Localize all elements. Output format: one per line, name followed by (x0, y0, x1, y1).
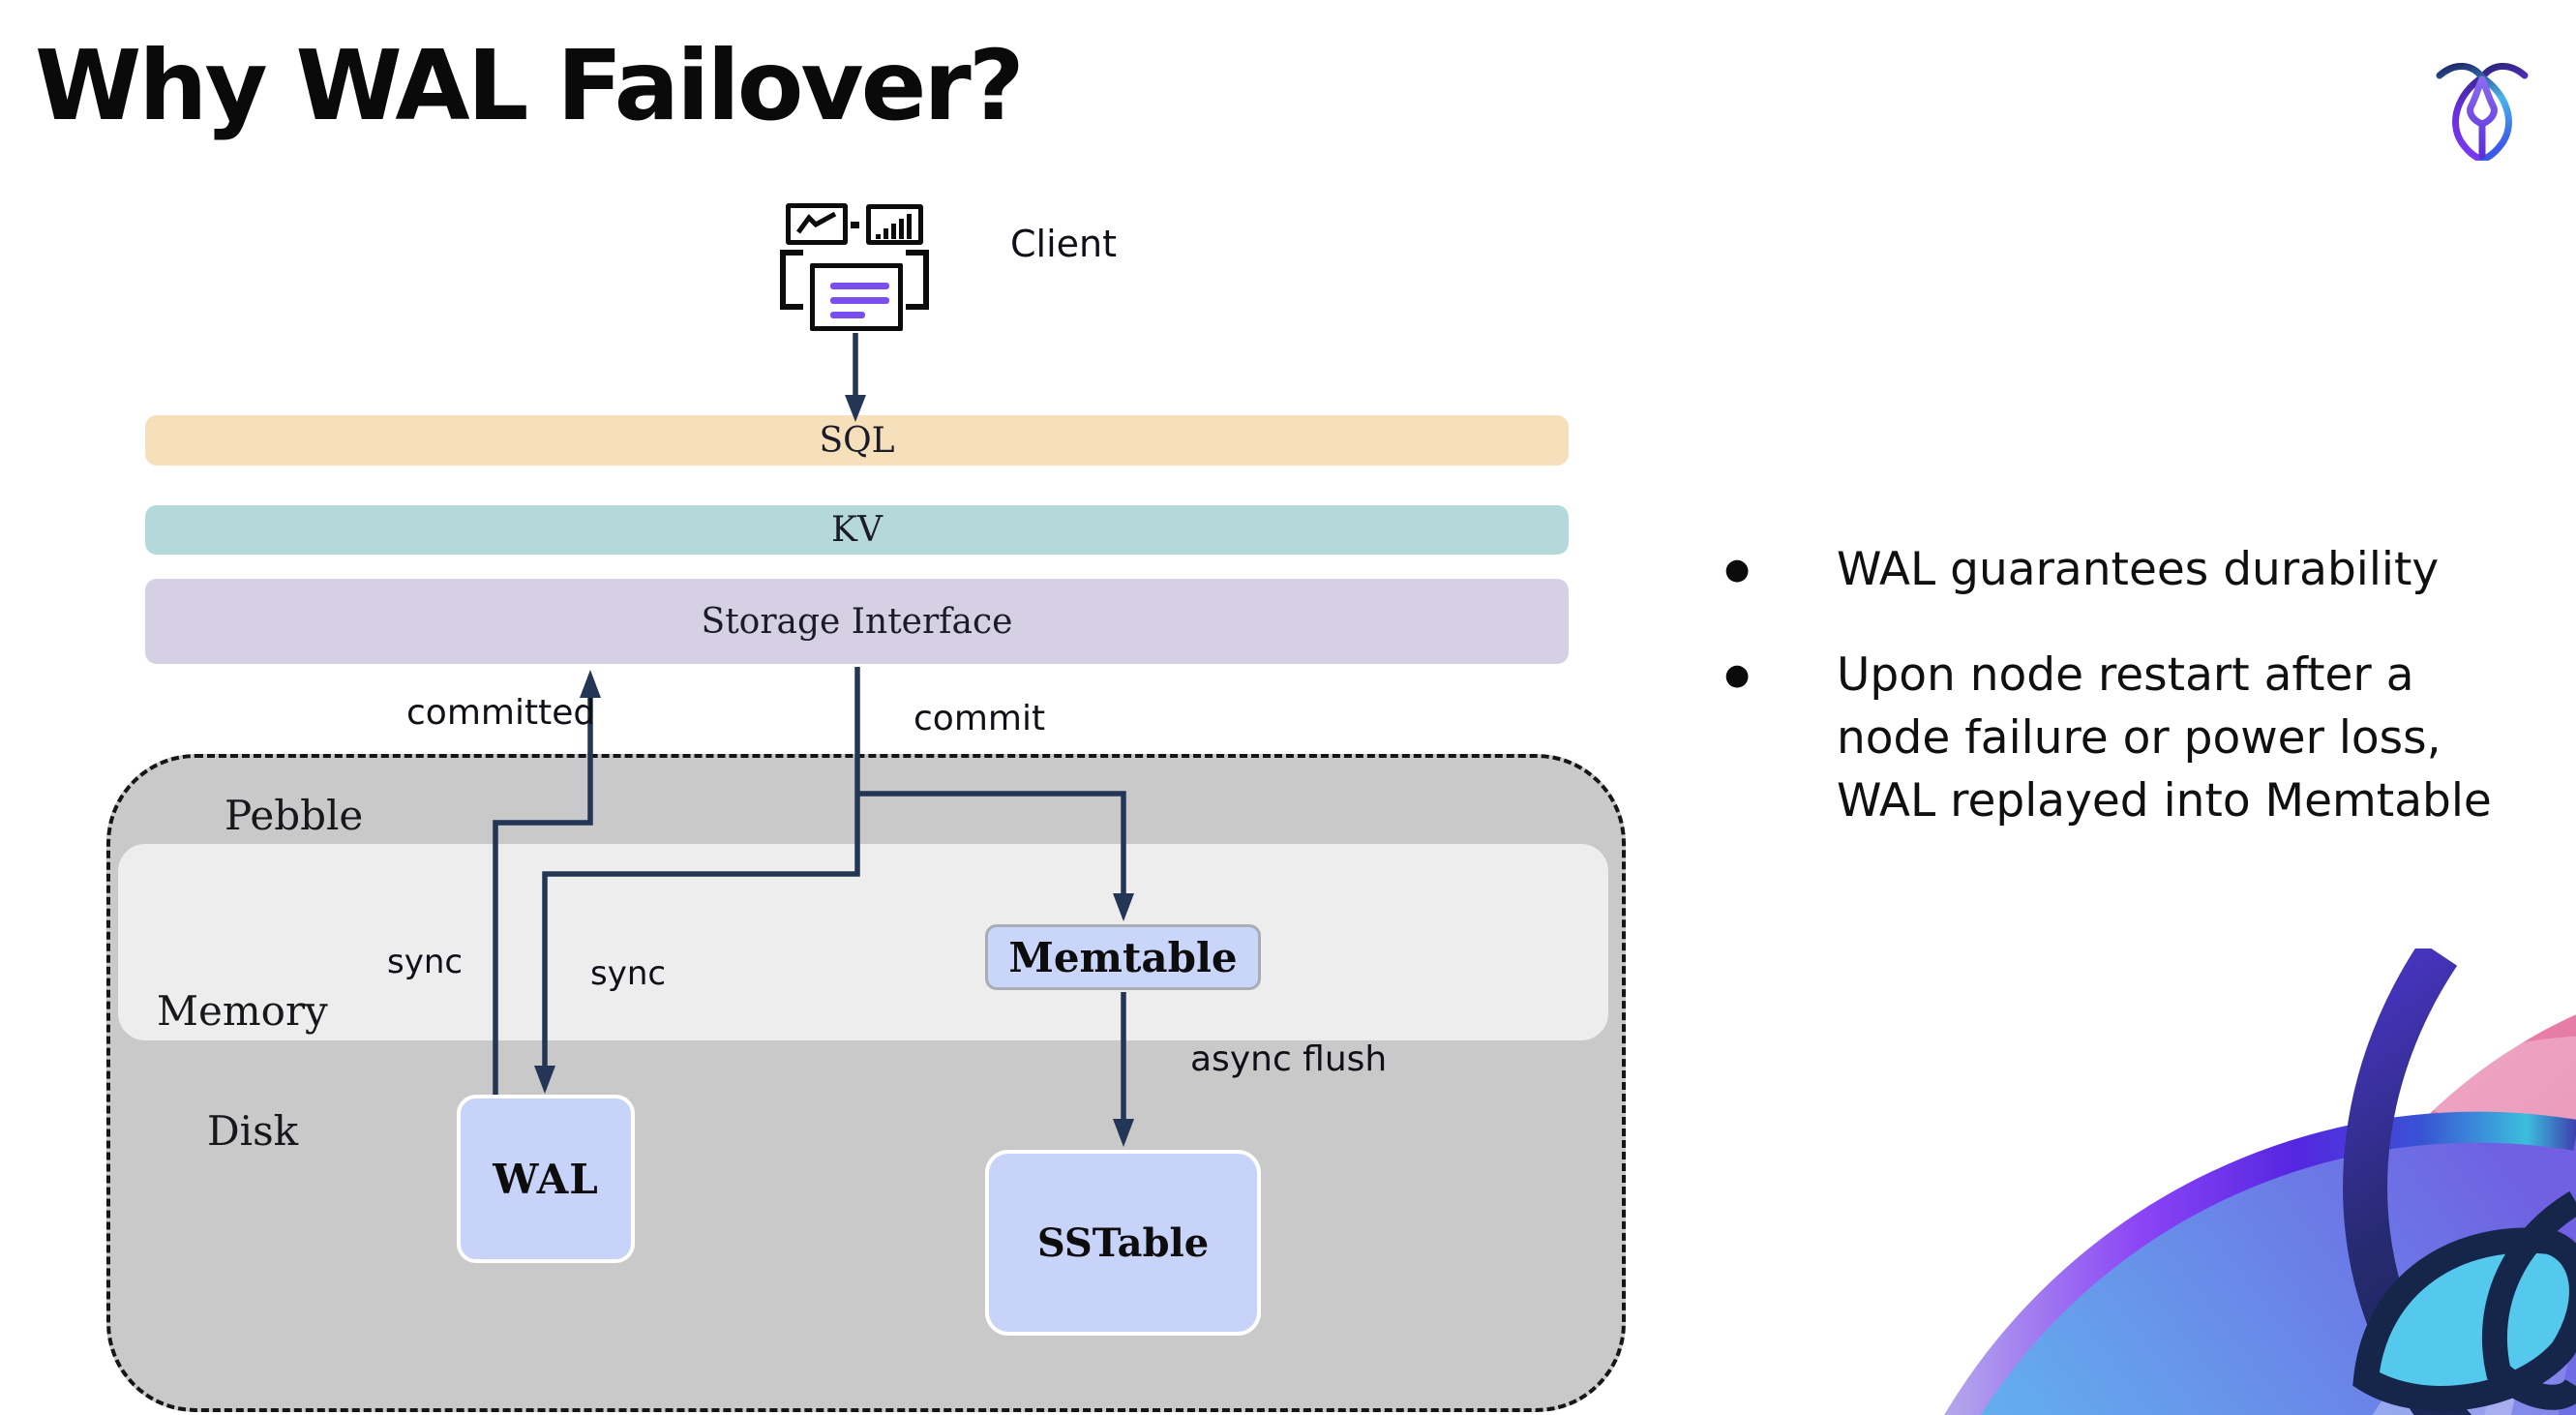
bullet-item: ● WAL guarantees durability (1724, 538, 2508, 601)
client-label: Client (1010, 223, 1118, 265)
committed-edge-label: committed (406, 693, 596, 733)
pebble-label: Pebble (225, 792, 364, 839)
disk-label: Disk (207, 1107, 299, 1155)
wal-box-label: WAL (493, 1155, 599, 1203)
client-bar-chart-icon (866, 204, 923, 245)
kv-layer-bar: KV (145, 505, 1569, 555)
memory-band (118, 844, 1608, 1040)
cockroachdb-logo-icon (2434, 46, 2531, 164)
storage-interface-layer-bar: Storage Interface (145, 579, 1569, 664)
client-left-bracket-icon (780, 250, 803, 310)
sql-layer-label: SQL (819, 420, 895, 461)
bullet-list: ● WAL guarantees durability ● Upon node … (1724, 538, 2508, 875)
document-text-line (830, 297, 889, 304)
memtable-box: Memtable (985, 924, 1261, 990)
sstable-box: SSTable (985, 1150, 1261, 1336)
bullet-item: ● Upon node restart after a node failure… (1724, 644, 2508, 832)
storage-interface-layer-label: Storage Interface (701, 601, 1013, 642)
sstable-box-label: SSTable (1036, 1219, 1210, 1266)
sync-left-edge-label: sync (387, 943, 464, 981)
art-sphere-rim-arc (1944, 1111, 2576, 1415)
art-leaf-edge-curve (2482, 1190, 2576, 1410)
memtable-box-label: Memtable (1008, 933, 1238, 981)
art-leaf-shape (2352, 1227, 2576, 1411)
bullet-text: WAL guarantees durability (1837, 543, 2440, 596)
document-text-line (830, 312, 865, 318)
bullet-dot-icon: ● (1724, 658, 1751, 692)
document-text-line (830, 283, 889, 289)
sql-layer-bar: SQL (145, 415, 1569, 466)
async-flush-edge-label: async flush (1190, 1039, 1388, 1079)
wal-box: WAL (457, 1095, 635, 1263)
client-icon-dash (851, 222, 859, 228)
client-document-icon (810, 263, 903, 331)
memory-label: Memory (157, 987, 328, 1035)
commit-edge-label: commit (914, 699, 1046, 738)
sync-right-edge-label: sync (590, 954, 667, 993)
client-right-bracket-icon (906, 250, 929, 310)
client-line-chart-icon (786, 203, 848, 245)
bullet-dot-icon: ● (1724, 553, 1751, 587)
cockroachdb-brand-art (1935, 948, 2576, 1415)
slide-title: Why WAL Failover? (35, 29, 1025, 142)
bullet-text: Upon node restart after a node failure o… (1837, 648, 2492, 828)
kv-layer-label: KV (831, 510, 883, 550)
